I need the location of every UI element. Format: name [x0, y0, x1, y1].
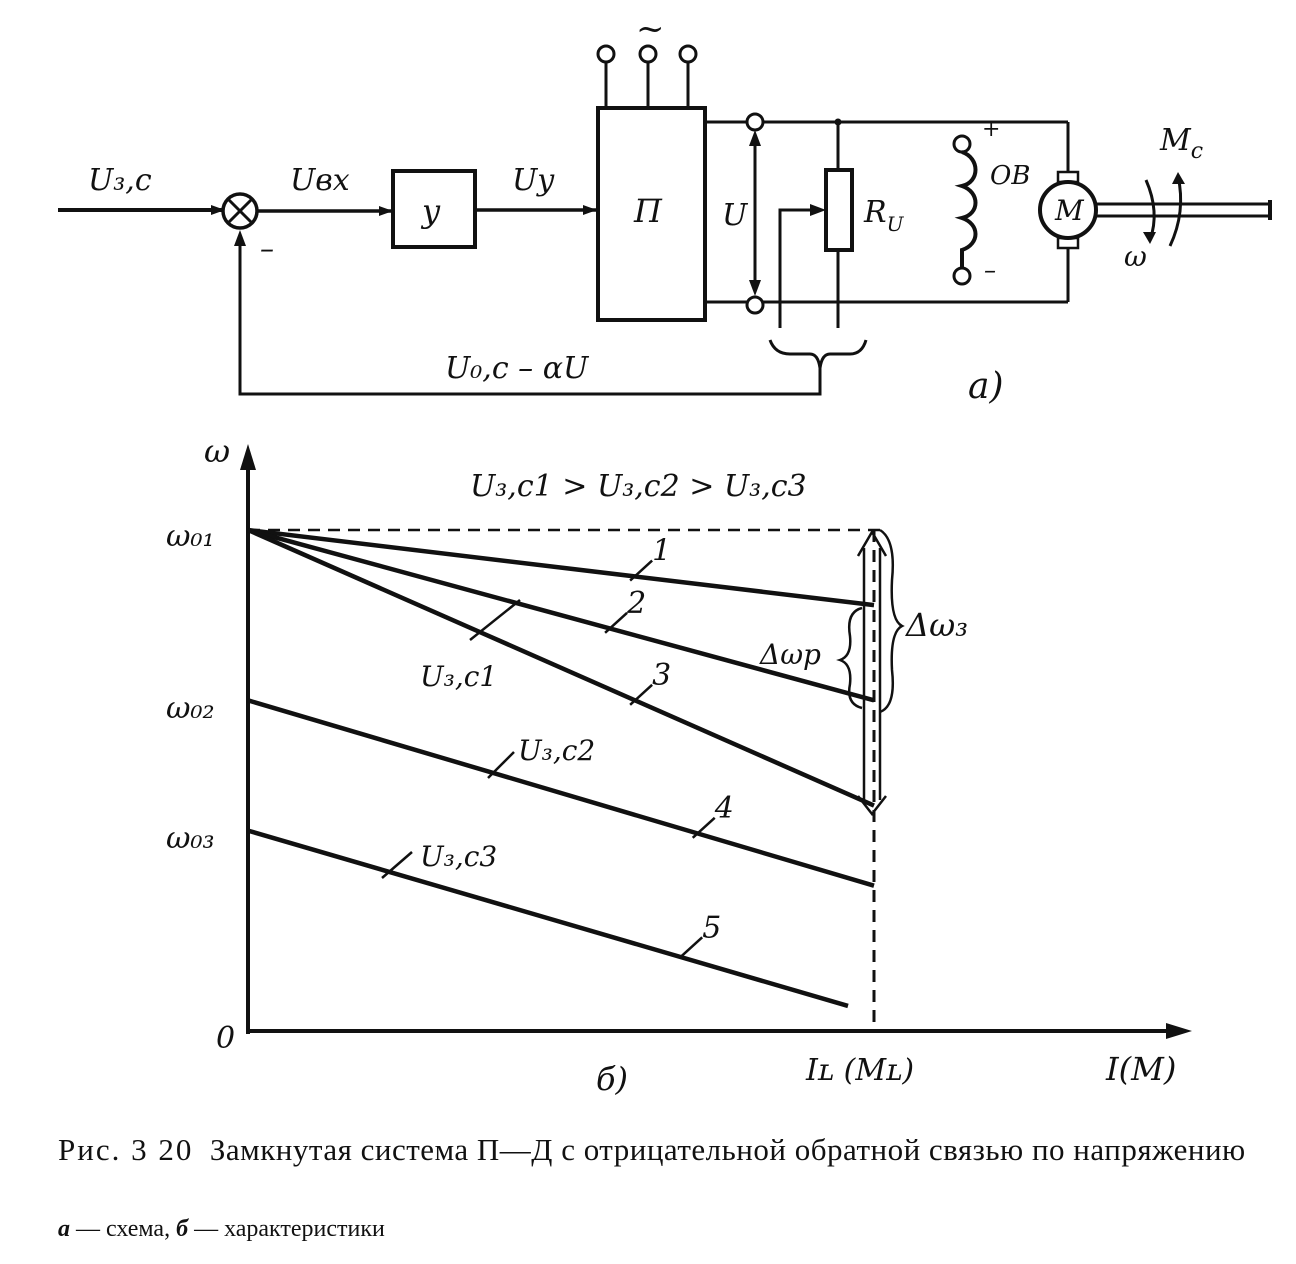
series-label-leader-3 — [629, 683, 653, 706]
feedback-brace — [768, 339, 868, 369]
x-tick-load: Iʟ (Mʟ) — [805, 1053, 914, 1088]
figure-caption: Рис. 3 20 Замкнутая система П—Д с отрица… — [58, 1132, 1278, 1168]
feedback-label: U₀,c – αU — [445, 351, 590, 386]
speed-label: ω — [1124, 240, 1147, 273]
leader-ref2 — [487, 751, 515, 779]
characteristic-line-5 — [247, 828, 849, 1009]
subcaption-a: а — [58, 1216, 70, 1242]
leader-ref3 — [381, 851, 413, 879]
series-label-leader-5 — [679, 936, 704, 959]
wiper-arrow — [810, 204, 826, 216]
series-label-4: 4 — [714, 791, 734, 826]
speed-arrowhead — [1143, 232, 1156, 244]
origin-label: 0 — [216, 1021, 235, 1056]
load-torque-label: Mc — [1159, 123, 1203, 164]
x-axis-arrow — [1166, 1023, 1192, 1039]
voltage-label: U — [722, 198, 749, 233]
torque-arrowhead — [1172, 172, 1185, 184]
y-axis-arrow — [240, 444, 256, 470]
ac-supply-terminals — [596, 44, 698, 108]
error-signal-label: Uвх — [290, 163, 350, 198]
y-tick-omega01: ω₀₁ — [166, 519, 215, 554]
series-label-leader-4 — [691, 816, 716, 839]
ref-label-1: U₃,c1 — [420, 660, 497, 693]
ref-label-3: U₃,c3 — [420, 840, 497, 873]
series-label-2: 2 — [626, 586, 646, 621]
series-label-leader-1 — [629, 559, 653, 582]
characteristic-line-2 — [247, 527, 875, 703]
y-axis-label: ω — [204, 432, 230, 470]
amplifier-output-label: Uу — [512, 163, 555, 198]
characteristic-line-1 — [247, 527, 875, 608]
caption-prefix: Рис. 3 20 — [58, 1132, 194, 1167]
series-label-leader-2 — [604, 611, 628, 634]
delta-omega-3-label: Δω₃ — [904, 606, 968, 644]
converter-block — [596, 106, 707, 322]
feedback-line — [238, 244, 822, 396]
minus-sign: – — [260, 232, 274, 265]
input-signal-label: U₃,c — [88, 163, 152, 198]
panel-label-b: б) — [596, 1060, 628, 1098]
delta-omega-bracket — [836, 528, 905, 817]
series-label-3: 3 — [652, 658, 671, 693]
delta-omega-p-label: Δωp — [759, 638, 821, 671]
amplifier-label: у — [420, 192, 441, 230]
ac-symbol: ~ — [636, 9, 665, 49]
subcaption-b: б — [176, 1216, 189, 1242]
divider-label: RU — [863, 195, 905, 236]
motor — [1038, 180, 1098, 240]
field-minus: – — [984, 256, 996, 284]
field-winding — [952, 134, 978, 286]
characteristic-line-4 — [247, 698, 875, 888]
ref-label-2: U₃,c2 — [518, 734, 595, 767]
subcaption-a-text: — схема, — [70, 1216, 177, 1242]
series-label-1: 1 — [652, 534, 671, 569]
divider-wiper — [778, 208, 822, 328]
series-layer: 12 3 4 5 — [247, 527, 875, 1009]
inequality-label: U₃,c1 > U₃,c2 > U₃,c3 — [470, 469, 807, 504]
output-terminal-bottom — [745, 295, 765, 315]
series-label-5: 5 — [702, 910, 721, 945]
speed-arrow — [1144, 179, 1156, 241]
output-terminal-top — [745, 112, 765, 132]
divider-resistor — [824, 168, 854, 252]
voltage-arrow — [749, 130, 761, 296]
figure-subcaption: а — схема, б — характеристики — [58, 1216, 385, 1243]
divider-node — [834, 118, 842, 126]
feedback-arrow — [234, 230, 246, 246]
torque-arrow — [1168, 175, 1183, 247]
leader-ref1 — [469, 599, 521, 641]
motor-label: M — [1054, 194, 1085, 227]
panel-label-a: a) — [968, 366, 1004, 407]
amplifier-block — [391, 169, 477, 249]
y-tick-omega02: ω₀₂ — [166, 691, 215, 726]
block-diagram: U₃,c – Uвх у Uу П ~ — [58, 9, 1272, 407]
field-winding-label: ОВ — [990, 161, 1030, 191]
y-tick-omega03: ω₀₃ — [166, 821, 215, 856]
x-axis-label: I(M) — [1105, 1050, 1176, 1088]
converter-label: П — [633, 192, 663, 230]
field-plus: + — [982, 117, 1000, 142]
caption-text: Замкнутая система П—Д с отрицательной об… — [209, 1132, 1246, 1167]
characteristic-line-3 — [247, 527, 875, 808]
summing-junction — [221, 192, 259, 230]
characteristics-chart: ω I(M) 0 U₃,c1 > U₃,c2 > U₃,c3 ω₀₁ ω₀₂ ω… — [166, 432, 1192, 1098]
subcaption-b-text: — характеристики — [188, 1216, 385, 1242]
